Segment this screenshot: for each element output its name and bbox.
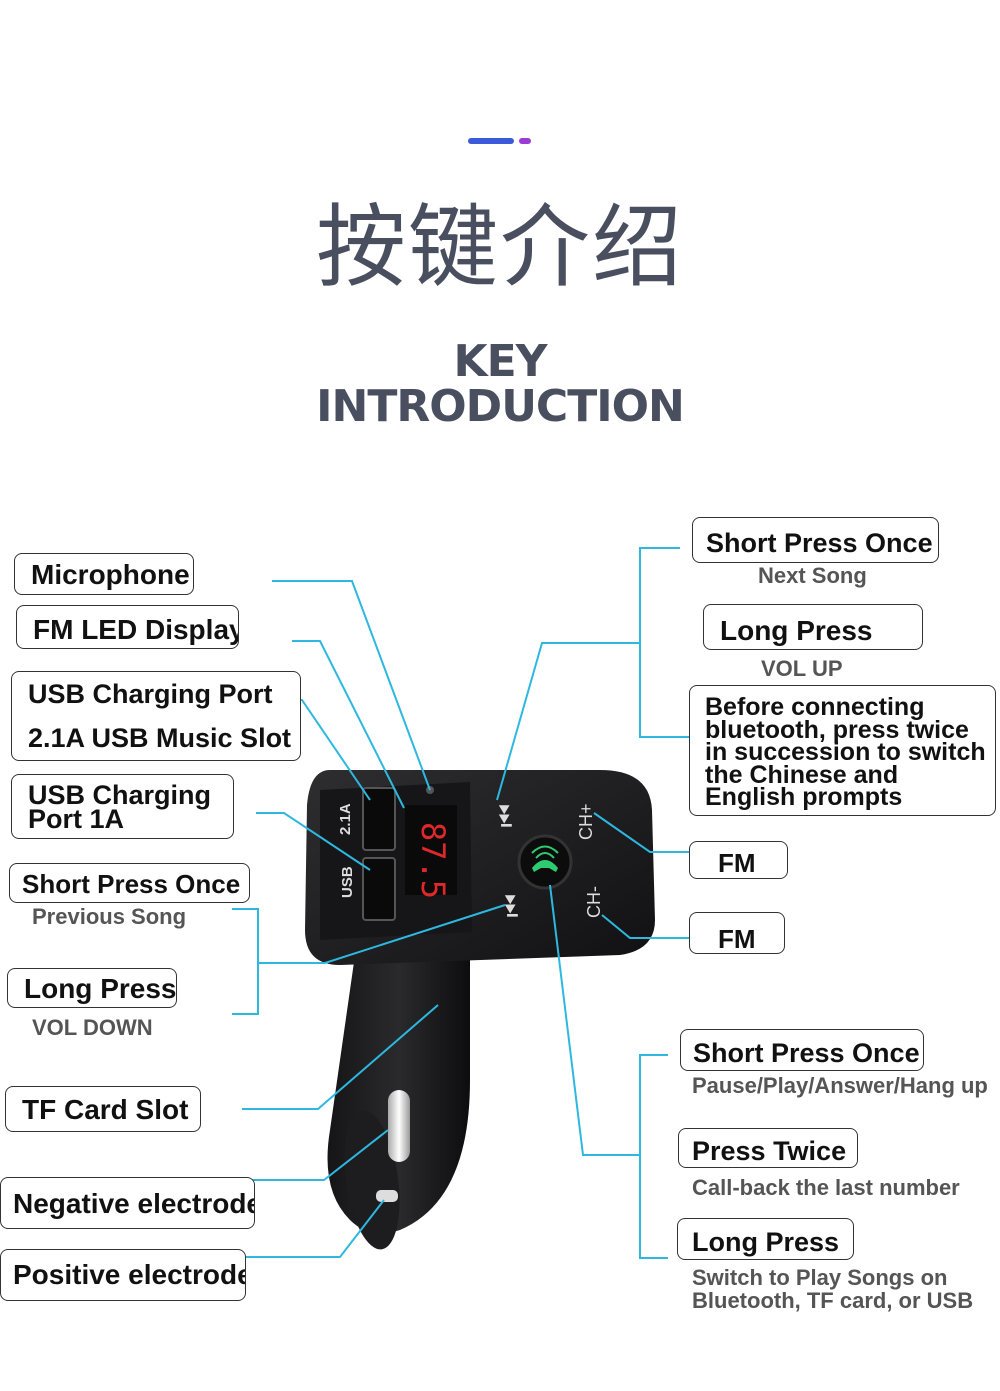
sub-call-back: Call-back the last number bbox=[692, 1175, 960, 1200]
accent-bar-purple bbox=[519, 138, 531, 144]
label-play-long-press: Long Press bbox=[677, 1218, 854, 1260]
charger-plug bbox=[327, 950, 470, 1250]
label-microphone: Microphone bbox=[14, 553, 194, 595]
next-button-icon: ⏭ bbox=[491, 804, 521, 827]
label-prev-long-press: Long Press bbox=[7, 968, 177, 1008]
charger-body: 2.1A USB 87.5 ⏭ ⏭ CH+ CH- bbox=[305, 770, 655, 965]
label-prev-short-press: Short Press Once bbox=[9, 863, 250, 903]
prev-button-icon: ⏭ bbox=[497, 894, 527, 917]
port-label-2a: 2.1A bbox=[337, 803, 354, 835]
label-next-long-press: Long Press bbox=[703, 604, 923, 650]
connector-lines bbox=[232, 547, 692, 1259]
usb-port-1a bbox=[362, 857, 396, 921]
label-fm-led-display: FM LED Display bbox=[16, 605, 239, 649]
label-fm-ch-minus: FM bbox=[689, 912, 785, 954]
sub-switch-source-line2: Bluetooth, TF card, or USB bbox=[692, 1288, 974, 1313]
fm-led-display bbox=[405, 805, 457, 895]
label-next-short-press: Short Press Once bbox=[692, 517, 939, 563]
label-play-short-press: Short Press Once bbox=[680, 1029, 924, 1071]
label-bluetooth-prompt-note: Before connecting bluetooth, press twice… bbox=[689, 685, 996, 816]
sub-vol-up: VOL UP bbox=[761, 656, 843, 681]
label-usb-charging-1a-line2: Port 1A bbox=[28, 804, 125, 834]
negative-contact bbox=[388, 1090, 410, 1162]
title-chinese: 按键介绍 bbox=[316, 195, 684, 300]
label-usb-music-slot-line2: 2.1A USB Music Slot bbox=[28, 723, 292, 753]
label-usb-charging-1a: USB Charging Port 1A bbox=[11, 774, 234, 839]
positive-contact bbox=[376, 1190, 398, 1202]
label-tf-card-slot: TF Card Slot bbox=[5, 1086, 201, 1132]
ch-minus-label: CH- bbox=[584, 886, 604, 918]
sub-previous-song: Previous Song bbox=[32, 904, 187, 929]
sub-pause-play: Pause/Play/Answer/Hang up bbox=[692, 1073, 988, 1098]
label-press-twice: Press Twice bbox=[678, 1128, 858, 1168]
sub-next-song: Next Song bbox=[758, 563, 867, 588]
ch-plus-label: CH+ bbox=[576, 803, 596, 840]
label-negative-electrode: Negative electrode bbox=[0, 1177, 255, 1229]
label-usb-charging-port: USB Charging Port 2.1A USB Music Slot bbox=[11, 671, 301, 761]
sub-switch-source-line1: Switch to Play Songs on bbox=[692, 1265, 948, 1290]
port-label-usb: USB bbox=[339, 866, 356, 898]
label-positive-electrode: Positive electrode bbox=[0, 1249, 246, 1301]
led-frequency: 87.5 bbox=[414, 822, 452, 899]
title-english-line-1: KEY bbox=[453, 336, 547, 387]
phone-icon bbox=[532, 860, 558, 872]
label-fm-ch-plus: FM bbox=[689, 841, 788, 879]
label-usb-charging-port-line1: USB Charging Port bbox=[28, 679, 273, 709]
accent-bar-blue bbox=[468, 138, 514, 144]
title-english-line-2: INTRODUCTION bbox=[316, 381, 685, 432]
label-usb-charging-1a-line1: USB Charging bbox=[28, 780, 212, 810]
usb-port-2a bbox=[362, 787, 396, 851]
sub-vol-down: VOL DOWN bbox=[32, 1015, 153, 1040]
